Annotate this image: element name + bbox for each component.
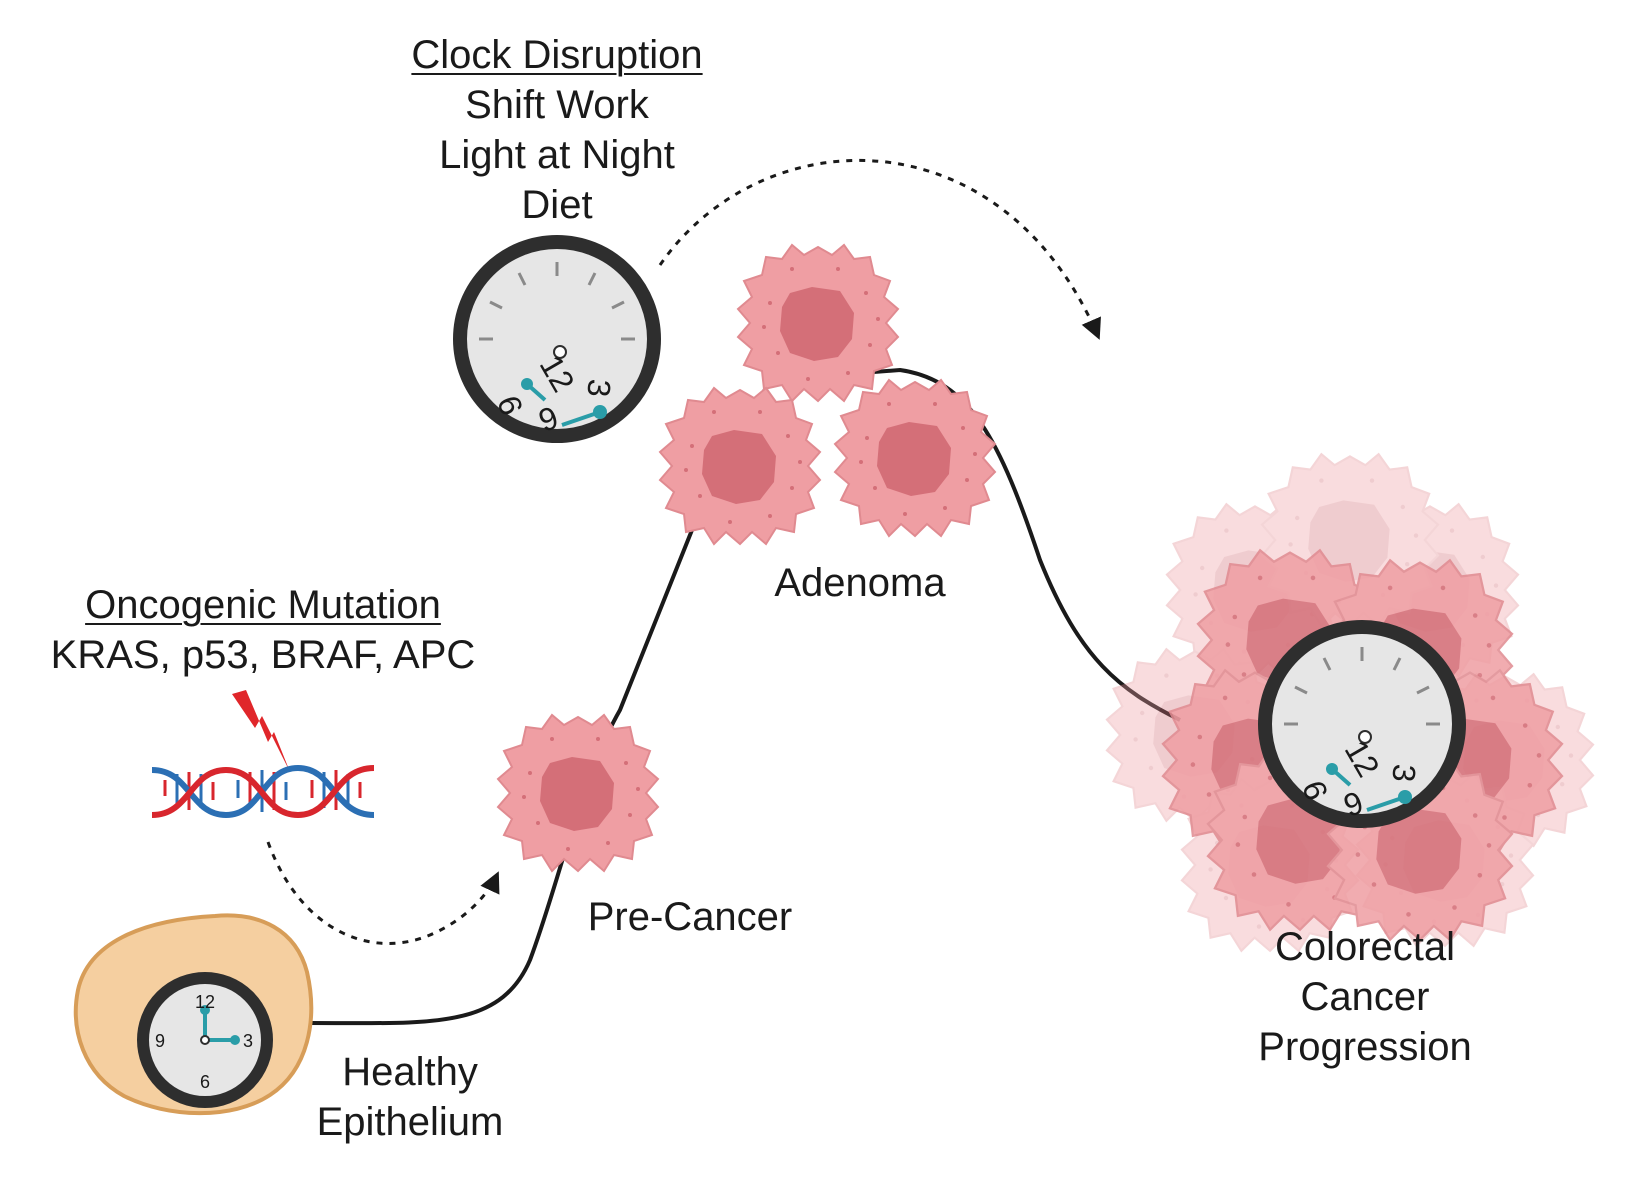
healthy-label-line: Healthy xyxy=(342,1050,478,1094)
oncogenic-mutation-label: Oncogenic Mutation KRAS, p53, BRAF, APC xyxy=(18,580,508,680)
healthy-cell: 12 3 6 9 xyxy=(73,913,314,1116)
oncogenic-mutation-genes: KRAS, p53, BRAF, APC xyxy=(50,633,476,677)
clock-disruption-heading: Clock Disruption xyxy=(411,33,703,77)
disrupted-clock-icon: 12 3 6 9 xyxy=(453,235,661,443)
adenoma-cell-icon-2 xyxy=(659,387,821,545)
clock-disruption-item: Light at Night xyxy=(439,133,675,177)
progression-path xyxy=(309,367,1181,1026)
clock-disruption-item: Shift Work xyxy=(465,83,649,127)
healthy-epithelium-label: Healthy Epithelium xyxy=(280,1047,540,1147)
adenoma-cell-icon-3 xyxy=(834,379,996,537)
clock-numeral-3: 3 xyxy=(243,1031,253,1051)
clock-numeral-12: 12 xyxy=(195,992,215,1012)
lightning-icon xyxy=(232,690,290,772)
dna-icon xyxy=(151,764,375,819)
healthy-label-line: Epithelium xyxy=(316,1100,504,1144)
adenoma-label: Adenoma xyxy=(774,561,946,605)
oncogenic-mutation-heading: Oncogenic Mutation xyxy=(85,583,441,627)
clock-numeral-3: 3 xyxy=(580,378,617,399)
clock-numeral-6: 6 xyxy=(200,1072,210,1092)
precancer-cell-icon xyxy=(497,714,659,872)
colorectal-cancer-label: Colorectal Cancer Progression xyxy=(1215,922,1515,1072)
crc-label-line: Colorectal xyxy=(1274,925,1456,969)
crc-label-line: Cancer xyxy=(1300,975,1430,1019)
adenoma-cell-icon-1 xyxy=(737,244,899,402)
clock-numeral-9: 9 xyxy=(155,1031,165,1051)
clock-disruption-item: Diet xyxy=(521,183,593,227)
crc-label-line: Progression xyxy=(1258,1025,1472,1069)
mutation-arrow xyxy=(266,841,500,945)
clock-numeral-3: 3 xyxy=(1385,763,1422,784)
normal-clock-icon: 12 3 6 9 xyxy=(137,972,273,1108)
precancer-label: Pre-Cancer xyxy=(587,895,793,939)
clock-disruption-label: Clock Disruption Shift Work Light at Nig… xyxy=(382,30,732,230)
cancer-clock-icon: 12 3 6 9 xyxy=(1258,620,1466,828)
